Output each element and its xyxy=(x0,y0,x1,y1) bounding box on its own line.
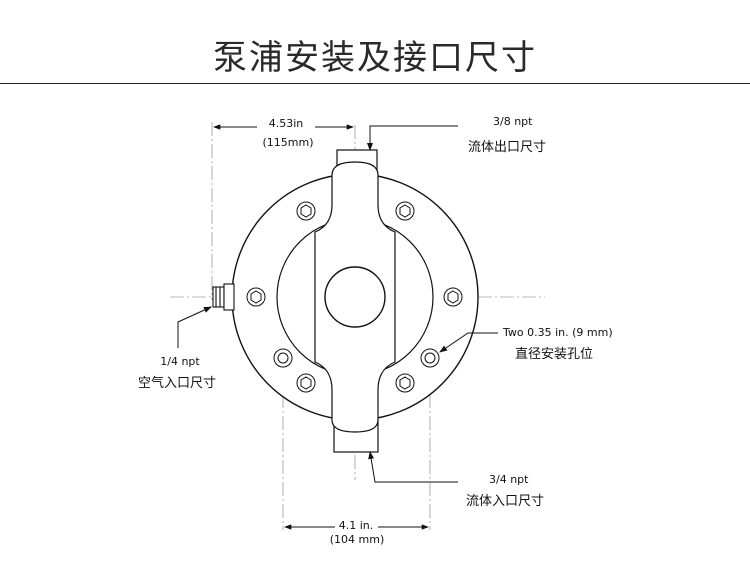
bolt-icons xyxy=(246,201,463,393)
air-name-label: 空气入口尺寸 xyxy=(137,376,217,391)
bolt-icon xyxy=(246,287,266,307)
air-size-label: 1/4 npt xyxy=(160,355,200,368)
bolt-icon xyxy=(296,373,316,393)
inlet-name-label: 流体入口尺寸 xyxy=(466,494,545,509)
bolt-icon xyxy=(443,287,463,307)
title-divider xyxy=(0,83,750,84)
leader-lines xyxy=(177,125,498,483)
air-inlet-fitting xyxy=(212,283,235,311)
width-in-label: 4.53in xyxy=(268,117,304,130)
outlet-name-label: 流体出口尺寸 xyxy=(468,140,547,155)
mounting-hole-icon xyxy=(273,348,293,368)
bolt-icon xyxy=(395,201,415,221)
bolt-icon xyxy=(395,373,415,393)
outlet-size-label: 3/8 npt xyxy=(493,115,533,128)
mounting-hole-icons xyxy=(273,348,440,368)
bolt-icon xyxy=(296,201,316,221)
spacing-in-label: 4.1 in. xyxy=(338,519,374,532)
center-bore xyxy=(324,266,386,328)
holes-size-label: Two 0.35 in. (9 mm) xyxy=(503,326,613,339)
width-mm-label: (115mm) xyxy=(262,136,314,149)
spacing-mm-label: (104 mm) xyxy=(329,533,385,546)
holes-name-label: 直径安装孔位 xyxy=(515,347,594,362)
page-title: 泵浦安装及接口尺寸 xyxy=(213,38,537,78)
mounting-hole-icon xyxy=(420,348,440,368)
inlet-size-label: 3/4 npt xyxy=(489,473,529,486)
